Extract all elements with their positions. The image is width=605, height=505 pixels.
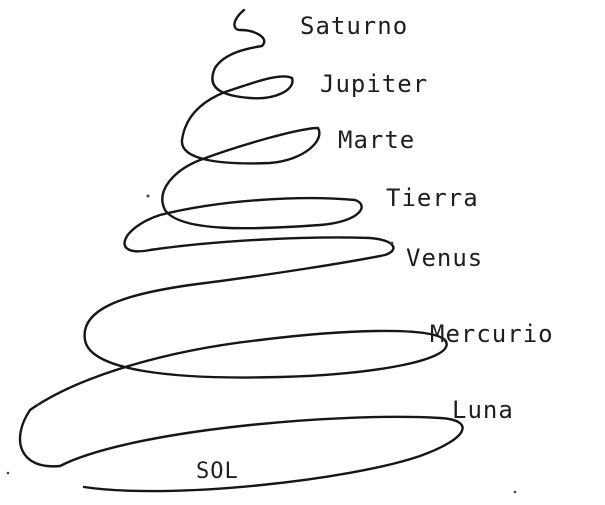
speck-mark <box>37 404 39 406</box>
label-tierra: Tierra <box>386 184 479 212</box>
speck-mark <box>7 472 10 475</box>
label-luna: Luna <box>452 396 514 424</box>
label-mercurio: Mercurio <box>430 320 554 348</box>
label-venus: Venus <box>406 244 483 272</box>
speck-mark <box>147 195 150 198</box>
label-sol: SOL <box>196 459 239 484</box>
speck-mark <box>391 242 394 245</box>
label-marte: Marte <box>338 126 415 154</box>
label-saturno: Saturno <box>300 12 408 40</box>
label-jupiter: Jupiter <box>320 70 428 98</box>
speck-mark <box>514 491 517 494</box>
